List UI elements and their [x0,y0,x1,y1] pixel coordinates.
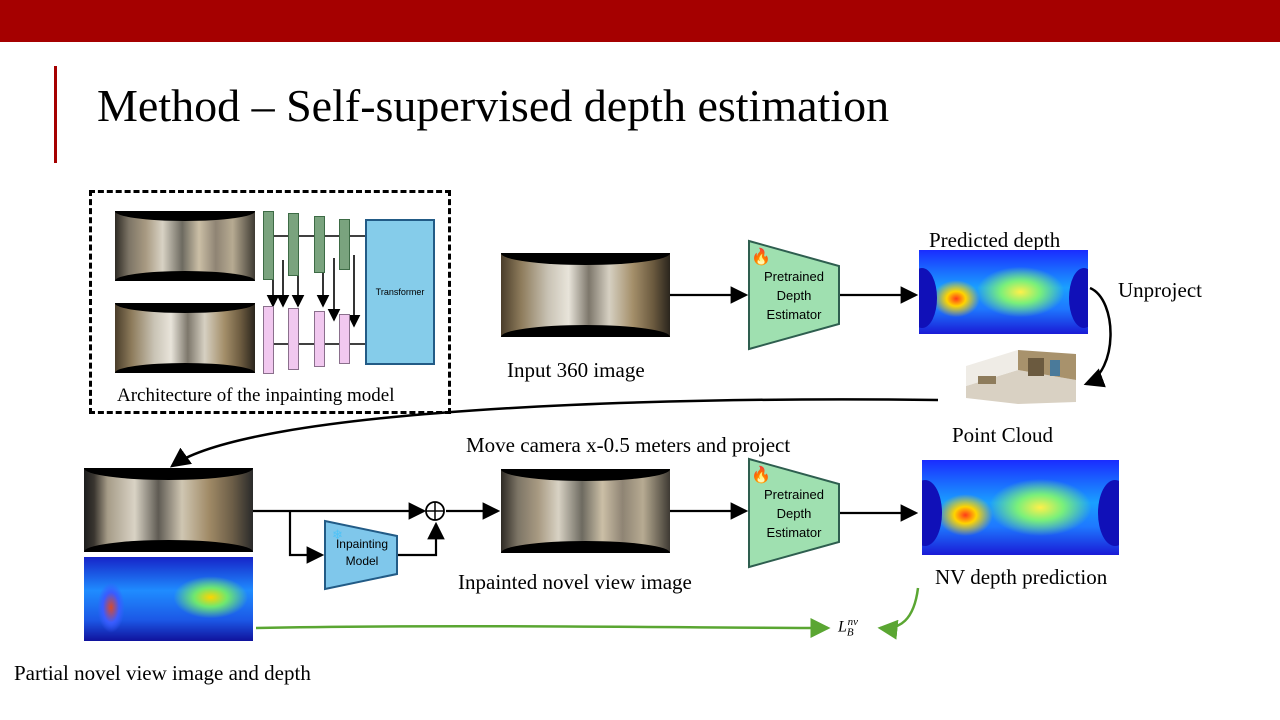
unproject-label: Unproject [1118,278,1202,302]
encoder-block-4 [339,219,350,270]
loss-base: L [838,618,847,636]
decoder-block-1 [263,306,274,374]
decoder-block-3 [314,311,325,367]
architecture-box [89,190,451,414]
slide-title: Method – Self-supervised depth estimatio… [97,80,890,131]
point-cloud-image [958,346,1082,406]
encoder-block-3 [314,216,325,273]
depth-estimator-top: Pretrained Depth Estimator [754,267,834,324]
estimator-top-line2: Depth [776,288,812,303]
arrow-partial-depth-to-loss [255,617,831,638]
partial-novel-view-depth [84,557,253,641]
loss-term: LBnv [838,612,858,643]
title-accent-line [54,66,57,163]
arrow-to-inpainting [288,511,325,564]
inpainting-model-shape [324,519,398,591]
partial-novel-view-image [84,468,253,552]
inpainting-line1: Inpainting [335,537,389,551]
transformer-label: Transformer [375,287,425,297]
architecture-caption: Architecture of the inpainting model [117,385,395,406]
partial-novel-view-label: Partial novel view image and depth [14,661,311,685]
fire-icon: 🔥 [751,249,771,266]
encoder-block-1 [263,211,274,280]
predicted-depth-map [919,250,1088,334]
nv-depth-label: NV depth prediction [935,565,1108,589]
inpainted-novel-view-image [501,469,670,553]
arrow-project-novel-view [169,398,939,468]
arrow-inpainting-to-combine [398,521,445,557]
move-camera-label: Move camera x-0.5 meters and project [466,433,791,457]
depth-estimator-top-shape [748,239,840,351]
point-cloud-label: Point Cloud [952,423,1053,447]
arrow-unproject [1083,286,1112,388]
transformer-block: Transformer [365,219,435,365]
estimator-bottom-line3: Estimator [766,525,822,540]
depth-estimator-bottom: Pretrained Depth Estimator [754,485,834,542]
estimator-bottom-line1: Pretrained [764,487,824,502]
top-accent-bar [0,0,1280,42]
inpainting-line2: Model [345,554,379,568]
nv-depth-map [922,460,1119,555]
estimator-top-line3: Estimator [766,307,822,322]
predicted-depth-label: Predicted depth [929,228,1061,252]
encoder-block-2 [288,213,299,276]
inpainted-novel-view-label: Inpainted novel view image [458,570,692,594]
input-360-label: Input 360 image [507,358,645,382]
arrow-nv-depth-to-loss [877,587,920,640]
arch-output-panorama [115,303,255,373]
depth-estimator-bottom-shape [748,457,840,569]
fire-icon: 🔥 [751,467,771,484]
arch-input-panorama [115,211,255,281]
estimator-bottom-line2: Depth [776,506,812,521]
loss-sub: B [846,626,854,639]
inpainting-model: Inpainting Model [327,536,397,570]
decoder-block-4 [339,314,350,364]
decoder-block-2 [288,308,299,370]
input-360-image [501,253,670,337]
snowflake-icon: ❄ [332,527,343,542]
loss-sup: nv [847,616,859,628]
estimator-top-line1: Pretrained [764,269,824,284]
